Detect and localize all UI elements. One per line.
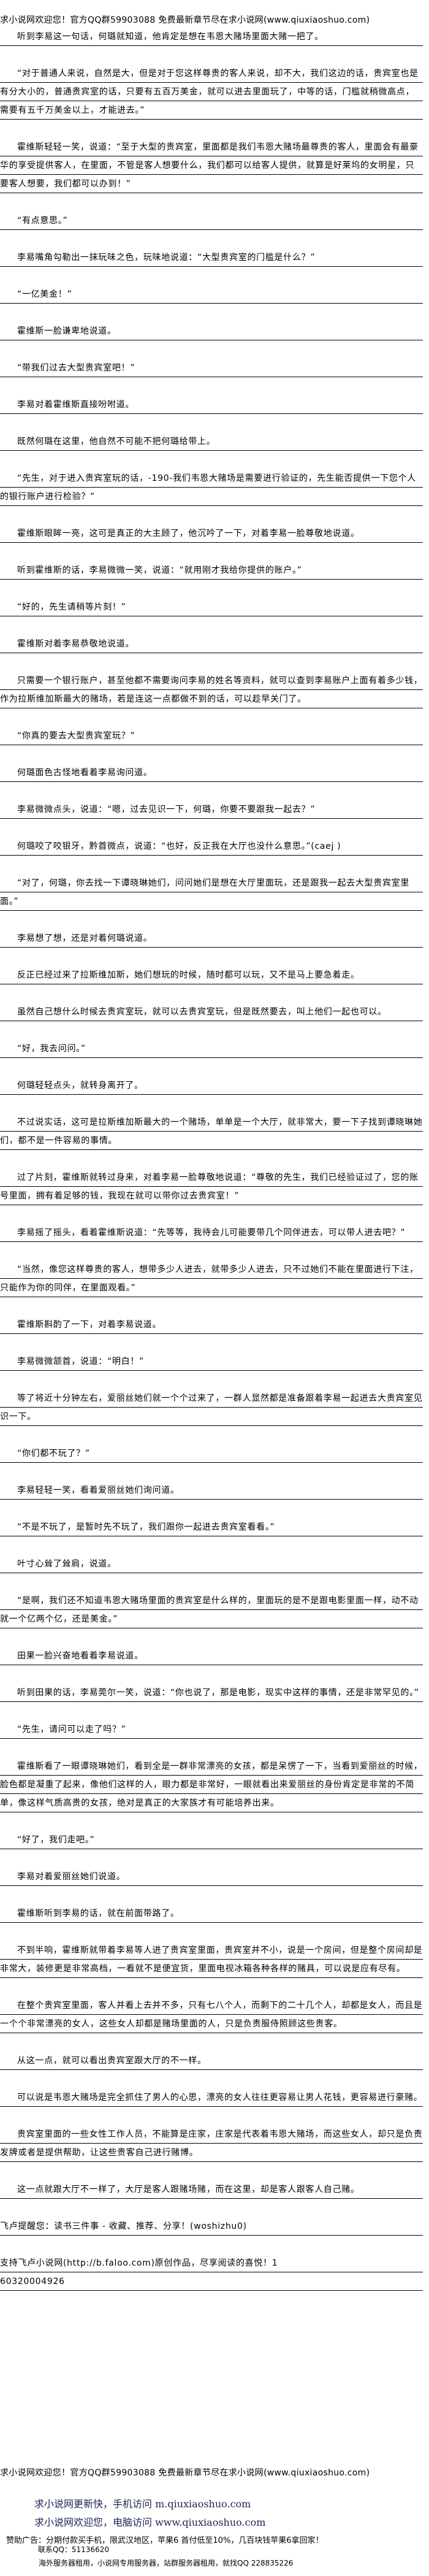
mobile-site-link[interactable]: 求小说网更新快，手机访问 m.qiuxiaoshuo.com	[34, 2498, 251, 2510]
paragraph: 这一点就跟大厅不一样了，大厅是客人跟赌场赌，而在这里，却是客人跟客人自己赌。	[0, 2180, 423, 2199]
paragraph: 李易微微点头，说道：“嗯，过去见识一下，何璐，你要不要跟我一起去？”	[0, 800, 423, 819]
paragraph: “当然，像您这样尊贵的客人，想带多少人进去，就带多少人进去，只不过她们不能在里面…	[0, 1260, 423, 1297]
paragraph: “先生，请问可以走了吗？”	[0, 1720, 423, 1739]
paragraph: 李易轻轻一笑，看着爱丽丝她们询问道。	[0, 1481, 423, 1500]
paragraph: 霍维斯听到李易的话，就在前面带路了。	[0, 1904, 423, 1923]
paragraph: “一亿美金！”	[0, 285, 423, 304]
paragraph: 过了片刻，霍维斯就转过身来，对着李易一脸尊敬地说道：“尊敬的先生，我们已经验证过…	[0, 1168, 423, 1205]
paragraph: 虽然自己想什么时候去贵宾室玩，就可以去贵宾室玩，但是既然要去，叫上他们一起也可以…	[0, 1003, 423, 1021]
paragraph: 李易对着霍维斯直接吩咐道。	[0, 396, 423, 414]
paragraph: 听到田果的话，李易莞尔一笑，说道：“你也说了，那是电影，现实中这样的事情，还是非…	[0, 1684, 423, 1702]
paragraph: “好，我去问问。”	[0, 1040, 423, 1058]
paragraph: 李易微微颔首，说道：“明白！”	[0, 1352, 423, 1371]
page-footer: 求小说网欢迎您！官方QQ群59903088 免费最新章节尽在求小说网(www.q…	[0, 2467, 429, 2567]
paragraph: “对了，何璐，你去找一下谭晓琳她们，问问她们是想在大厅里面玩，还是跟我一起去大型…	[0, 874, 423, 911]
paragraph: 李易想了想，还是对着何璐说道。	[0, 929, 423, 948]
chapter-content: 听到李易这一句话，何璐就知道，他肯定是想在韦恩大赌场里面大赌一把了。 “对于普通人…	[0, 28, 423, 2309]
chapter-code: 60320004926	[0, 2272, 423, 2291]
paragraph: 既然何璐在这里，他自然不可能不把何璐给带上。	[0, 432, 423, 451]
paragraph: 叶寸心耸了耸肩，说道。	[0, 1555, 423, 1573]
paragraph: 贵宾室里面的一些女性工作人员，不能算是庄家，庄家是代表着韦恩大赌场，而这些女人，…	[0, 2125, 423, 2162]
paragraph: “好的，先生请稍等片刻！”	[0, 598, 423, 616]
paragraph: 李易对着爱丽丝她们说道。	[0, 1868, 423, 1886]
paragraph: 霍维斯眼眸一亮，这可是真正的大主顾了，他沉吟了一下，对着李易一脸尊敬地说道。	[0, 524, 423, 543]
paragraph: 何璐面色古怪地看着李易询问道。	[0, 764, 423, 782]
paragraph-list: 听到李易这一句话，何璐就知道，他肯定是想在韦恩大赌场里面大赌一把了。 “对于普通人…	[0, 28, 423, 2199]
paragraph: 霍维斯对着李易恭敬地说道。	[0, 635, 423, 653]
sponsor-contact: 联系QQ：51136620	[38, 2545, 109, 2554]
support-notice: 支持飞卢小说网(http://b.faloo.com)原创作品，尽享阅读的喜悦！…	[0, 2254, 423, 2272]
paragraph: 可以说是韦恩大赌场是完全抓住了男人的心思，漂亮的女人往往更容易让男人花钱，更容易…	[0, 2088, 423, 2107]
paragraph: “好了，我们走吧。”	[0, 1831, 423, 1849]
paragraph: 听到李易这一句话，何璐就知道，他肯定是想在韦恩大赌场里面大赌一把了。	[0, 28, 423, 46]
paragraph: “是啊，我们还不知道韦恩大赌场里面的贵宾室是什么样的，里面玩的是不是跟电影里面一…	[0, 1592, 423, 1628]
paragraph: “不是不玩了，是暂时先不玩了，我们跟你一起进去贵宾室看看。”	[0, 1518, 423, 1536]
paragraph: 不到半响，霍维斯就带着李易等人进了贵宾室里面，贵宾室并不小，说是一个房间，但是整…	[0, 1941, 423, 1978]
paragraph: “先生，对于进入贵宾室玩的话，-190-我们韦恩大赌场是需要进行验证的，先生能否…	[0, 469, 423, 506]
paragraph: 不过说实话，这可是拉斯维加斯最大的一个赌场，单单是一个大厅，就非常大，要一下子找…	[0, 1113, 423, 1150]
footer-welcome-banner: 求小说网欢迎您！官方QQ群59903088 免费最新章节尽在求小说网(www.q…	[0, 2468, 370, 2478]
paragraph: 听到霍维斯的话，李易微微一笑，说道：“就用刚才我给你提供的账户。”	[0, 561, 423, 580]
paragraph: “你真的要去大型贵宾室玩？”	[0, 727, 423, 745]
paragraph: 霍维斯轻轻一笑，说道：“至于大型的贵宾室，里面都是我们韦恩大赌场最尊贵的客人，里…	[0, 138, 423, 193]
paragraph: “对于普通人来说，自然是大，但是对于您这样尊贵的客人来说，却不大，我们这边的话，…	[0, 64, 423, 120]
site-welcome-banner: 求小说网欢迎您！官方QQ群59903088 免费最新章节尽在求小说网(www.q…	[0, 15, 370, 25]
paragraph: 何璐轻轻点头，就转身离开了。	[0, 1076, 423, 1095]
paragraph: 李易嘴角勾勒出一抹玩味之色，玩味地说道：“大型贵宾室的门槛是什么？”	[0, 248, 423, 267]
paragraph: 霍维斯看了一眼谭晓琳她们，看到全是一群非常漂亮的女孩，都是呆愣了一下，当看到爱丽…	[0, 1757, 423, 1812]
paragraph: 田果一脸兴奋地看着李易说道。	[0, 1647, 423, 1665]
paragraph: 李易摇了摇头，看着霍维斯说道：“先等等，我待会儿可能要带几个同伴进去，可以带人进…	[0, 1224, 423, 1242]
paragraph: 反正已经过来了拉斯维加斯，她们想玩的时候，随时都可以玩，又不是马上要急着走。	[0, 966, 423, 984]
reading-reminder: 飞卢提醒您：读书三件事 - 收藏、推荐、分享！(woshizhu0)	[0, 2217, 423, 2236]
paragraph: 只需要一个银行账户，甚至他都不需要询问李易的姓名等资料，就可以查到李易账户上面有…	[0, 672, 423, 708]
paragraph: 霍维斯一脸谦卑地说道。	[0, 322, 423, 340]
desktop-site-link[interactable]: 求小说网欢迎您，电脑访问 www.qiuxiaoshuo.com	[34, 2517, 266, 2528]
paragraph: 何璐咬了咬银牙，黔首微点，说道：“也好，反正我在大厅也没什么意思。”(caej …	[0, 837, 423, 856]
paragraph: 霍维斯斟酌了一下，对着李易说道。	[0, 1316, 423, 1334]
paragraph: “你们都不玩了？”	[0, 1444, 423, 1463]
paragraph: 从这一点，就可以看出贵宾室跟大厅的不一样。	[0, 2052, 423, 2070]
paragraph: “有点意思。”	[0, 212, 423, 230]
paragraph: 在整个贵宾室里面，客人并看上去并不多，只有七八个人，而剩下的二十几个人，却都是女…	[0, 1996, 423, 2033]
server-ad: 海外服务器租用，小说网专用服务器，站群服务器租用，就找QQ 228835226	[39, 2559, 294, 2567]
sponsor-ad: 赞助广告：分期付款买手机，限武汉地区，苹果6 首付低至10%，几百块钱苹果6拿回…	[6, 2536, 324, 2545]
paragraph: “带我们过去大型贵宾室吧！”	[0, 359, 423, 377]
paragraph: 等了将近十分钟左右，爱丽丝她们就一个个过来了，一群人显然都是准备跟着李易一起进去…	[0, 1389, 423, 1426]
